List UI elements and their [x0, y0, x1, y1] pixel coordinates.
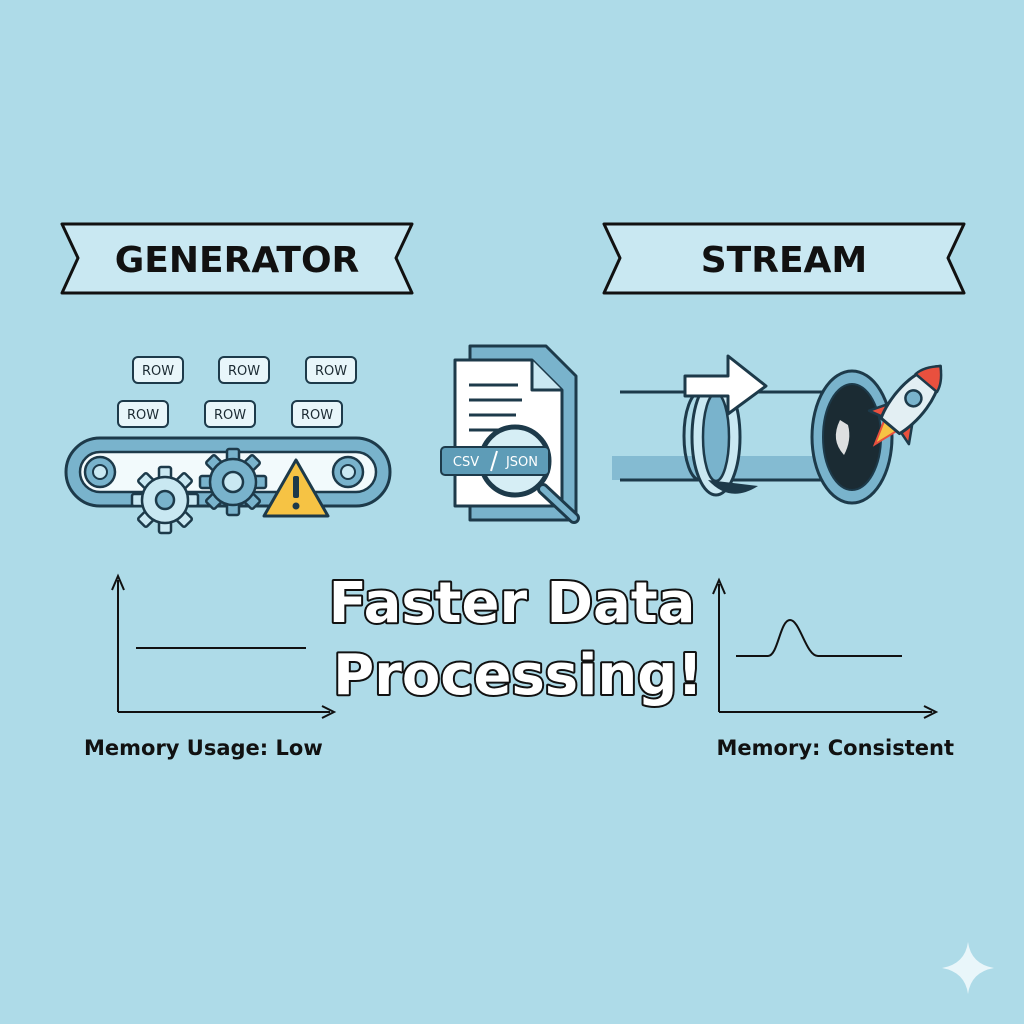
json-label: JSON — [505, 455, 538, 470]
row-tag: ROW — [305, 356, 357, 384]
memory-usage-graph — [111, 573, 337, 719]
arrow-right-icon — [683, 354, 768, 416]
headline: Faster Data Processing! — [327, 569, 705, 710]
gear-icon — [198, 447, 268, 517]
svg-text:ROW: ROW — [142, 364, 174, 379]
memory-usage-caption: Memory Usage: Low — [84, 736, 323, 760]
svg-text:ROW: ROW — [301, 408, 333, 423]
row-tag: ROW — [204, 400, 256, 428]
row-tag: ROW — [132, 356, 184, 384]
svg-text:ROW: ROW — [214, 408, 246, 423]
row-tag: ROW — [218, 356, 270, 384]
headline-line-2: Processing! — [333, 643, 703, 708]
file-format-tag: CSV JSON — [440, 446, 550, 476]
svg-text:ROW: ROW — [315, 364, 347, 379]
row-tag: ROW — [291, 400, 343, 428]
headline-line-1: Faster Data — [329, 571, 696, 636]
svg-text:ROW: ROW — [127, 408, 159, 423]
memory-consistent-caption: Memory: Consistent — [717, 736, 954, 760]
row-tags: ROW ROW ROW ROW ROW ROW — [117, 356, 357, 428]
sparkle-icon — [942, 942, 994, 994]
svg-text:ROW: ROW — [228, 364, 260, 379]
gear-icon — [130, 465, 200, 535]
pipe-icon — [612, 369, 894, 505]
memory-bump-line — [736, 618, 902, 657]
stream-banner-label: STREAM — [701, 240, 867, 281]
csv-label: CSV — [453, 455, 479, 470]
memory-consistent-graph — [712, 577, 939, 719]
generator-banner-label: GENERATOR — [115, 240, 360, 281]
stream-banner: STREAM — [602, 222, 966, 295]
rocket-icon — [867, 364, 943, 447]
warning-icon — [262, 458, 330, 518]
generator-banner: GENERATOR — [60, 222, 414, 295]
row-tag: ROW — [117, 400, 169, 428]
